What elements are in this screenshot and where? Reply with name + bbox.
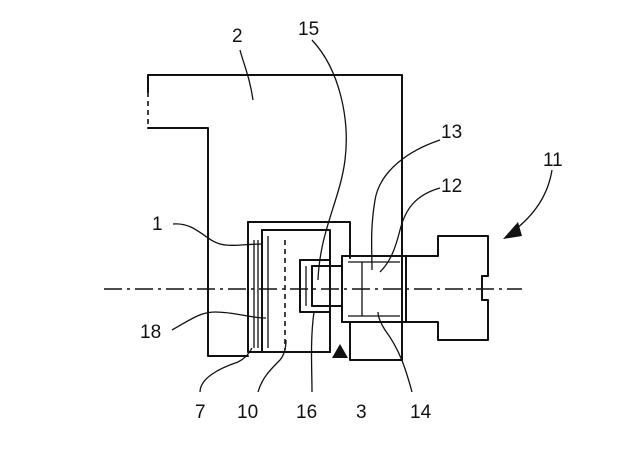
label-10: 10 bbox=[237, 402, 258, 423]
label-1: 1 bbox=[152, 214, 163, 235]
label-16: 16 bbox=[296, 402, 317, 423]
label-3: 3 bbox=[356, 402, 367, 423]
pin-part-15 bbox=[299, 259, 343, 313]
reference-labels: 2 15 13 11 12 1 18 7 10 16 3 14 bbox=[140, 19, 563, 423]
label-11: 11 bbox=[543, 150, 563, 171]
label-13: 13 bbox=[441, 122, 462, 143]
leader-12 bbox=[379, 187, 441, 273]
leader-2 bbox=[239, 49, 254, 101]
label-2: 2 bbox=[232, 26, 243, 47]
bushing-part-1 bbox=[247, 221, 351, 353]
leader-lines bbox=[171, 39, 441, 393]
leader-16 bbox=[310, 311, 315, 393]
label-15: 15 bbox=[298, 19, 319, 40]
arrows bbox=[332, 169, 553, 358]
screw-head-part-11 bbox=[405, 235, 489, 341]
housing-part-2 bbox=[147, 74, 403, 359]
leader-13 bbox=[370, 139, 441, 271]
leader-1 bbox=[172, 223, 263, 246]
leader-10 bbox=[257, 339, 287, 393]
arrow-11-head bbox=[503, 222, 522, 239]
label-7: 7 bbox=[195, 402, 206, 423]
leader-7 bbox=[199, 347, 253, 393]
label-12: 12 bbox=[441, 176, 462, 197]
leader-18 bbox=[171, 311, 267, 331]
leader-15 bbox=[311, 39, 347, 281]
label-14: 14 bbox=[410, 402, 432, 423]
arrow-3-head bbox=[332, 344, 348, 358]
leader-14 bbox=[377, 311, 413, 393]
label-18: 18 bbox=[140, 322, 161, 343]
